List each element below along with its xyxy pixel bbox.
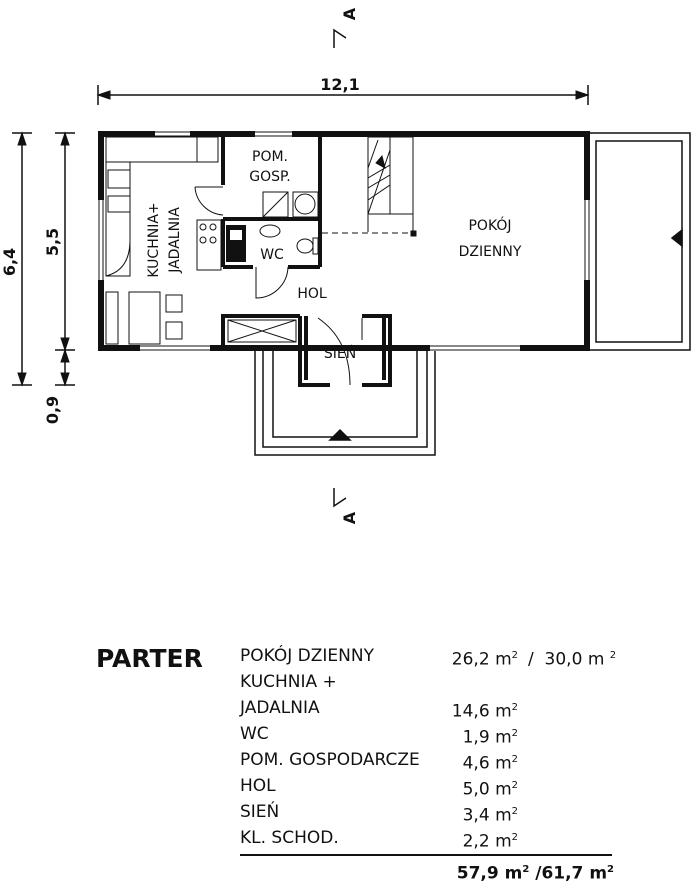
utility-fixtures xyxy=(262,191,319,218)
row-value: 1,9 m2 xyxy=(462,727,518,748)
interior-walls xyxy=(221,136,390,346)
row-label: SIEŃ xyxy=(240,802,280,822)
total-value: 57,9 m2 /61,7 m2 xyxy=(456,863,614,883)
room-wc-label: WC xyxy=(260,247,284,263)
total-depth-label: 6,4 xyxy=(0,248,19,276)
row-label: HOL xyxy=(240,776,276,796)
closet xyxy=(227,319,297,343)
porch xyxy=(254,350,436,456)
section-label-top: A xyxy=(340,7,359,20)
depth-label: 5,5 xyxy=(43,228,62,256)
row-label: JADALNIA xyxy=(240,698,320,718)
row-label: WC xyxy=(240,724,269,744)
row-label: POKÓJ DZIENNY xyxy=(240,646,374,666)
total-divider xyxy=(240,854,612,856)
floor-title: PARTER xyxy=(96,644,203,673)
section-marker-top xyxy=(333,28,347,48)
row-value: 26,2 m2 xyxy=(451,649,518,670)
section-marker-bottom xyxy=(333,488,347,508)
wc-fixtures xyxy=(226,224,319,262)
row-value-2: / 30,0 m 2 xyxy=(528,649,617,670)
porch-depth-label: 0,9 xyxy=(43,396,62,424)
row-value: 14,6 m2 xyxy=(451,701,518,722)
windows xyxy=(98,131,590,351)
row-label: KUCHNIA + xyxy=(240,672,337,692)
row-value: 2,2 m2 xyxy=(462,831,518,852)
row-value: 3,4 m2 xyxy=(462,805,518,826)
section-label-bottom: A xyxy=(340,511,359,524)
width-label: 12,1 xyxy=(320,75,359,94)
room-utility-label: POM.GOSP. xyxy=(249,149,290,185)
row-value: 5,0 m2 xyxy=(462,779,518,800)
door-swings xyxy=(194,186,289,299)
row-value: 4,6 m2 xyxy=(462,753,518,774)
staircase xyxy=(322,136,417,237)
row-label: POM. GOSPODARCZE xyxy=(240,750,420,770)
kitchen-fittings xyxy=(105,136,222,345)
vestibule-walls xyxy=(298,314,392,387)
width-dimension xyxy=(96,85,590,105)
row-label: KL. SCHOD. xyxy=(240,828,339,848)
room-hall-label: HOL xyxy=(297,286,327,302)
terrace xyxy=(587,132,691,351)
room-kitchen-label: KUCHNIA+JADALNIA xyxy=(146,202,183,277)
depth-dimensions xyxy=(12,131,75,387)
room-vestibule-label: SIEŃ xyxy=(324,344,356,362)
